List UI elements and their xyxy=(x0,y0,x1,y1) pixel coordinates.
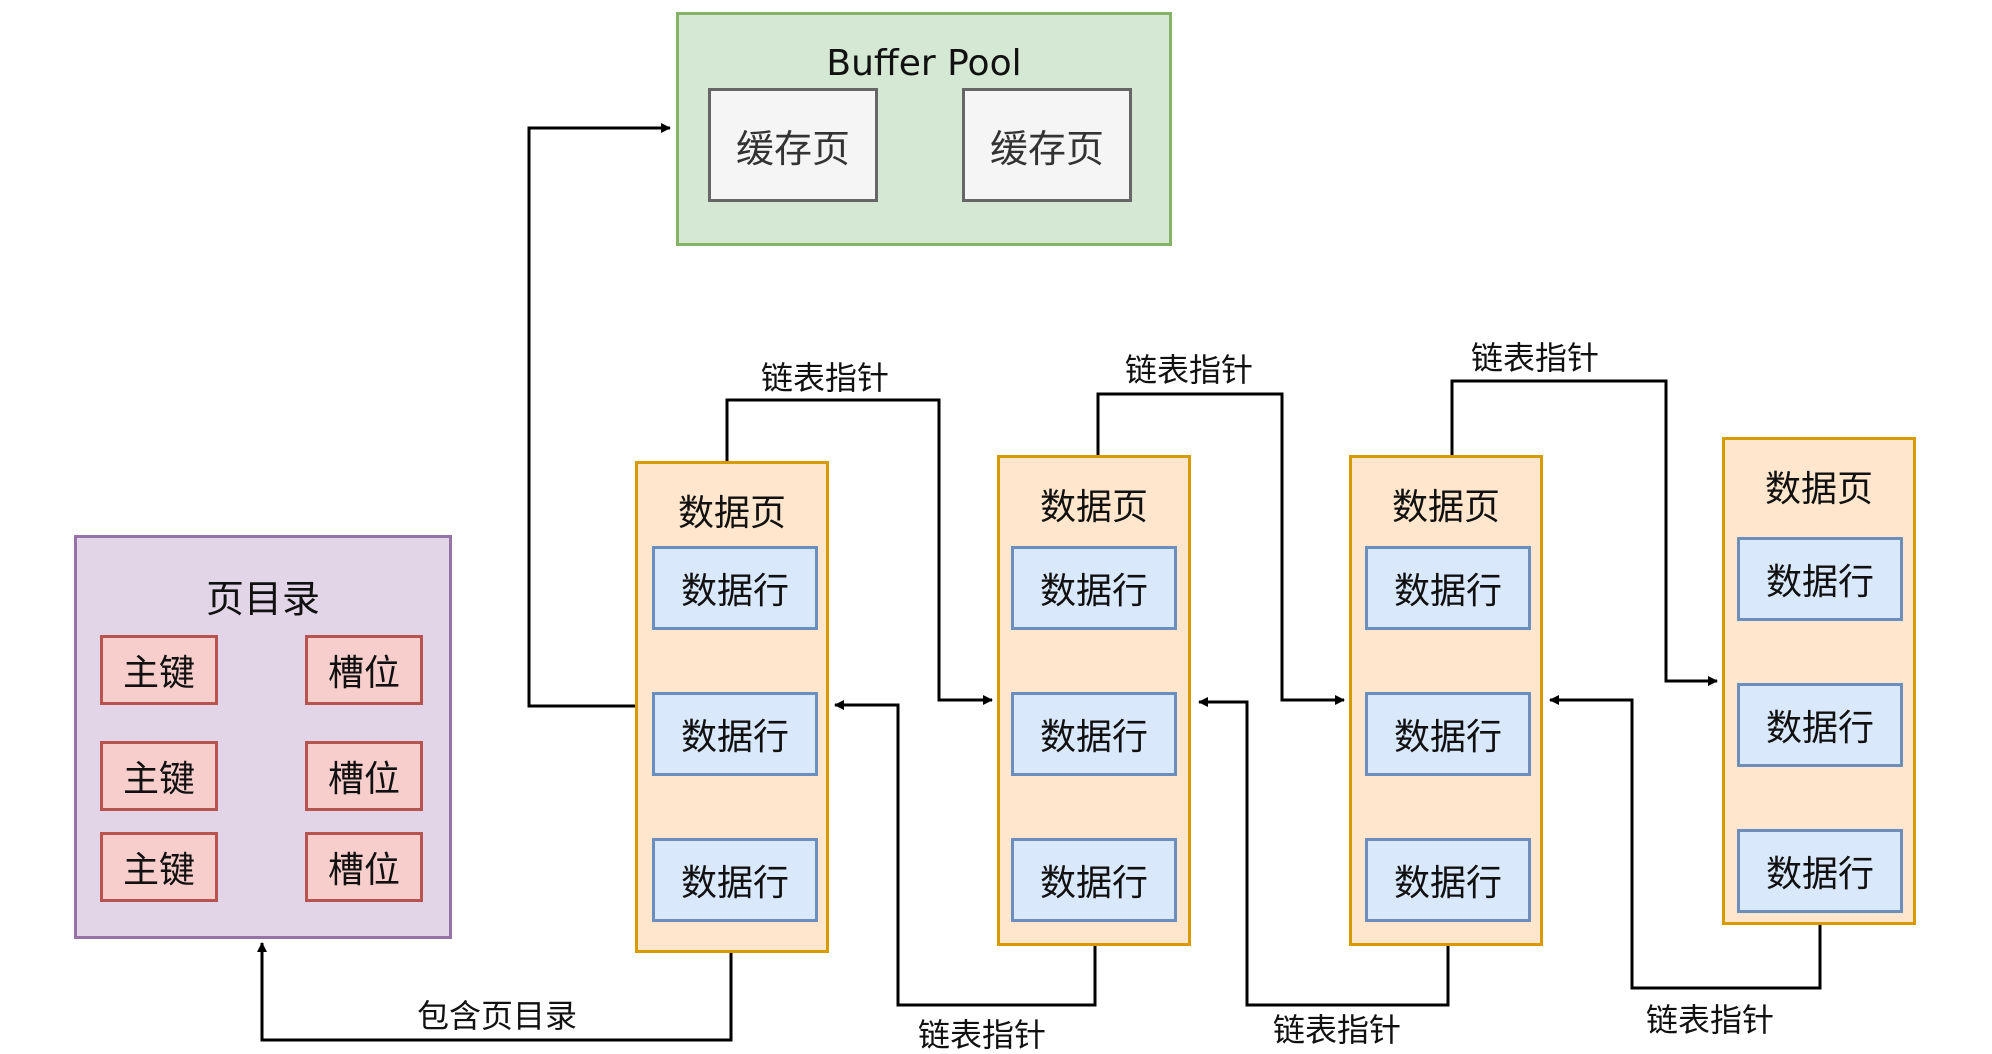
data-row: 数据行 xyxy=(1365,692,1531,776)
edge-prev-pointer-3 xyxy=(1549,695,1822,990)
data-row: 数据行 xyxy=(1011,838,1177,922)
directory-key-2: 主键 xyxy=(100,741,218,811)
buffer-pool-title: Buffer Pool xyxy=(826,43,1022,84)
edge-page-to-buffer-pool xyxy=(527,123,671,708)
cache-page-2: 缓存页 xyxy=(962,88,1132,202)
directory-slot-3: 槽位 xyxy=(305,832,423,902)
directory-key-3: 主键 xyxy=(100,832,218,902)
data-row: 数据行 xyxy=(652,546,818,630)
edge-label-contains-directory: 包含页目录 xyxy=(414,998,581,1034)
directory-slot-2: 槽位 xyxy=(305,741,423,811)
cache-page-1: 缓存页 xyxy=(708,88,878,202)
edge-label-next-pointer-3: 链表指针 xyxy=(1468,340,1603,376)
edge-label-next-pointer-2: 链表指针 xyxy=(1122,352,1257,388)
data-row: 数据行 xyxy=(1737,829,1903,913)
page-directory-title: 页目录 xyxy=(205,577,320,621)
data-page-title: 数据页 xyxy=(1764,469,1873,510)
data-row: 数据行 xyxy=(1011,546,1177,630)
data-row: 数据行 xyxy=(1737,537,1903,621)
edge-prev-pointer-2 xyxy=(1198,697,1450,1007)
directory-slot-1: 槽位 xyxy=(305,635,423,705)
edge-prev-pointer-1 xyxy=(834,700,1097,1007)
data-row: 数据行 xyxy=(1365,838,1531,922)
edge-label-next-pointer-1: 链表指针 xyxy=(758,360,893,396)
edge-next-pointer-3 xyxy=(1450,379,1718,686)
edge-contains-directory xyxy=(257,942,733,1042)
edge-next-pointer-2 xyxy=(1096,392,1345,705)
data-row: 数据行 xyxy=(1365,546,1531,630)
edge-next-pointer-1 xyxy=(725,398,993,705)
data-page-title: 数据页 xyxy=(677,493,786,534)
edge-label-prev-pointer-1: 链表指针 xyxy=(915,1017,1050,1053)
data-row: 数据行 xyxy=(652,692,818,776)
directory-key-1: 主键 xyxy=(100,635,218,705)
data-row: 数据行 xyxy=(1011,692,1177,776)
data-page-title: 数据页 xyxy=(1391,487,1500,528)
data-row: 数据行 xyxy=(652,838,818,922)
edge-label-prev-pointer-2: 链表指针 xyxy=(1270,1012,1405,1048)
data-page-title: 数据页 xyxy=(1039,487,1148,528)
data-row: 数据行 xyxy=(1737,683,1903,767)
edge-label-prev-pointer-3: 链表指针 xyxy=(1643,1002,1778,1038)
